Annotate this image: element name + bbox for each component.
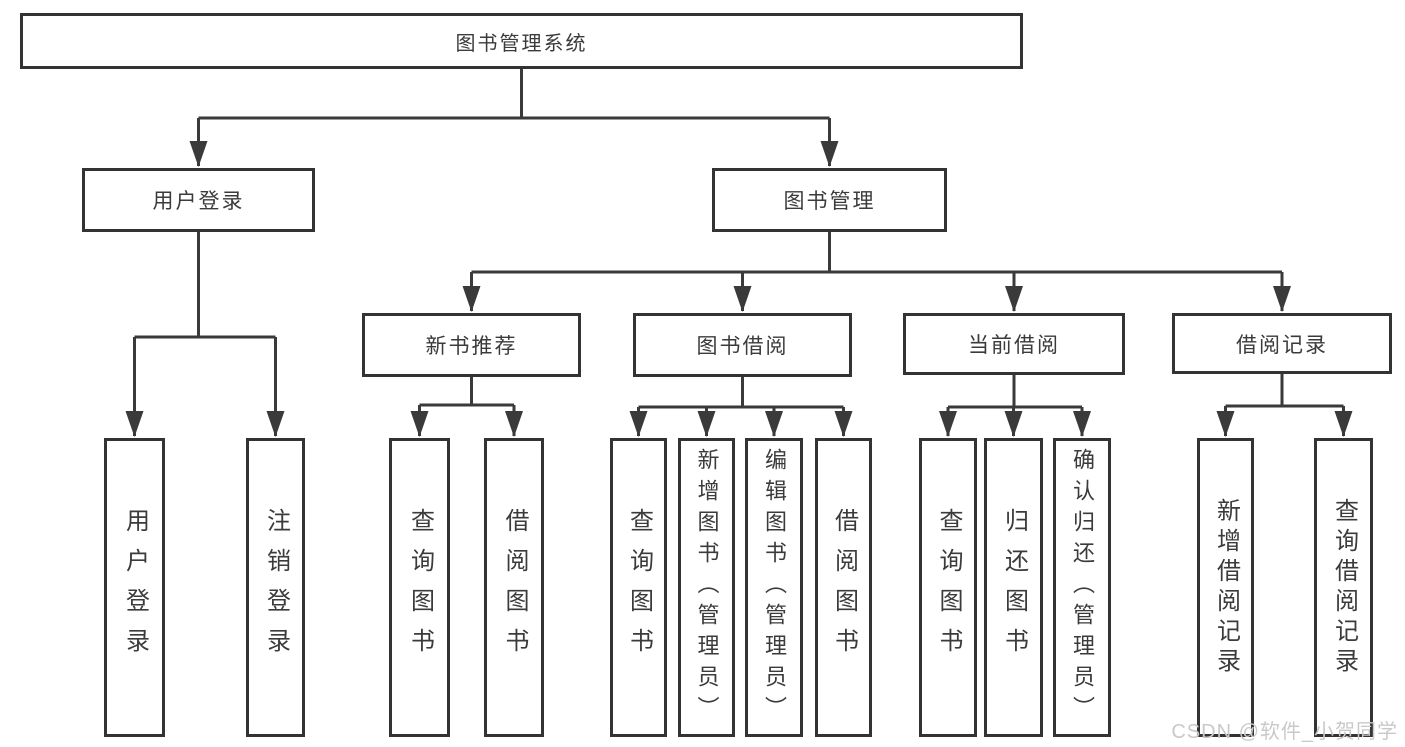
connector-new-book-children: [410, 377, 523, 437]
node-book-management: 图书管理: [712, 168, 947, 232]
node-borrowing-records: 借阅记录: [1172, 313, 1392, 374]
connector-book-management-children: [462, 232, 1291, 312]
node-label: 注销登录: [262, 507, 290, 668]
node-book-borrowing: 图书借阅: [633, 313, 852, 377]
node-label: 新增图书（管理员）: [694, 448, 720, 727]
node-label: 新书推荐: [425, 335, 518, 358]
node-label: 当前借阅: [968, 334, 1060, 357]
node-current-borrowing: 当前借阅: [903, 313, 1125, 375]
leaf-query-books-current: 查询图书: [919, 438, 977, 737]
leaf-return-books: 归还图书: [984, 438, 1043, 737]
node-label: 查询借阅记录: [1330, 497, 1358, 678]
leaf-borrow-books-recommend: 借阅图书: [484, 438, 544, 737]
leaf-query-books-recommend: 查询图书: [389, 438, 450, 737]
connector-user-login-children: [125, 232, 285, 437]
node-label: 查询图书: [625, 507, 653, 668]
node-new-book-recommend: 新书推荐: [362, 313, 581, 377]
node-user-login-branch: 用户登录: [82, 168, 315, 232]
leaf-edit-books-admin: 编辑图书（管理员）: [745, 438, 803, 737]
node-label: 借阅图书: [501, 507, 528, 668]
leaf-borrow-books: 借阅图书: [815, 438, 872, 737]
node-label: 图书借阅: [696, 335, 789, 358]
connector-root-to-level2: [189, 69, 839, 167]
connector-borrowing-records-children: [1216, 374, 1353, 437]
node-label: 查询图书: [935, 507, 962, 668]
leaf-logout-login: 注销登录: [246, 438, 305, 737]
node-label: 编辑图书（管理员）: [762, 448, 787, 727]
leaf-add-borrow-record: 新增借阅记录: [1197, 438, 1254, 737]
connector-book-borrowing-children: [629, 377, 853, 437]
node-label: 用户登录: [121, 507, 149, 668]
node-label: 查询图书: [406, 507, 434, 668]
node-label: 新增借阅记录: [1212, 497, 1240, 678]
node-label: 确认归还（管理员）: [1070, 448, 1095, 727]
node-library-management-system: 图书管理系统: [20, 13, 1023, 69]
leaf-query-borrow-record: 查询借阅记录: [1314, 438, 1373, 737]
leaf-confirm-return-admin: 确认归还（管理员）: [1053, 438, 1111, 737]
node-label: 图书管理系统: [455, 32, 588, 55]
node-label: 用户登录: [152, 190, 245, 213]
node-label: 借阅图书: [830, 507, 858, 668]
leaf-add-books-admin: 新增图书（管理员）: [678, 438, 735, 737]
leaf-user-login: 用户登录: [104, 438, 165, 737]
leaf-query-books-borrow: 查询图书: [610, 438, 667, 737]
node-label: 归还图书: [1000, 507, 1028, 668]
node-label: 借阅记录: [1236, 333, 1328, 357]
watermark: CSDN @软件_小贺同学: [1171, 721, 1398, 743]
node-label: 图书管理: [783, 190, 876, 213]
connector-current-borrowing-children: [939, 375, 1091, 437]
